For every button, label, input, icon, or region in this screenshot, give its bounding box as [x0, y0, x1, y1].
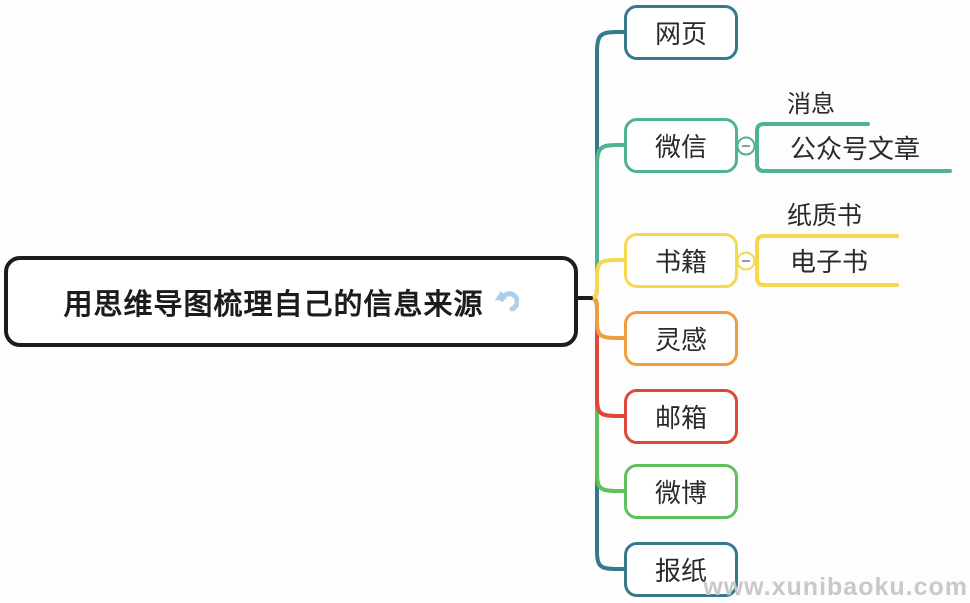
branch-label: 灵感 [654, 325, 707, 355]
subtopic-books-ebook[interactable]: 电子书 [790, 247, 869, 277]
branch-label: 书籍 [654, 247, 707, 277]
branch-label: 网页 [654, 19, 707, 49]
subtopic-wechat-messages[interactable]: 消息 [787, 91, 835, 118]
branch-node-books[interactable]: 书籍 [624, 233, 738, 288]
books-children-bracket [755, 234, 899, 287]
branch-node-wechat[interactable]: 微信 [624, 118, 738, 173]
connector-books [588, 258, 627, 300]
watermark-text: www.xunibaoku.com [703, 573, 968, 601]
branch-label: 微信 [654, 132, 707, 162]
branch-node-email[interactable]: 邮箱 [624, 389, 738, 444]
subtopic-wechat-official-articles[interactable]: 公众号文章 [790, 134, 921, 164]
branch-node-webpage[interactable]: 网页 [624, 5, 738, 60]
wechat-collapse-button[interactable] [736, 136, 756, 156]
branch-label: 微博 [654, 478, 707, 508]
wechat-children-bracket [755, 122, 952, 173]
branch-label: 报纸 [654, 556, 707, 586]
branch-label: 邮箱 [654, 403, 707, 433]
root-topic-label: 用思维导图梳理自己的信息来源 [63, 288, 484, 321]
branch-node-inspiration[interactable]: 灵感 [624, 311, 738, 366]
books-collapse-button[interactable] [736, 251, 756, 271]
root-topic[interactable]: 用思维导图梳理自己的信息来源 [4, 256, 578, 347]
branch-node-weibo[interactable]: 微博 [624, 464, 738, 519]
subtopic-books-paper[interactable]: 纸质书 [787, 202, 863, 230]
curved-up-arrow-icon[interactable] [493, 290, 519, 316]
branch-node-newspaper[interactable]: 报纸 [624, 542, 738, 597]
